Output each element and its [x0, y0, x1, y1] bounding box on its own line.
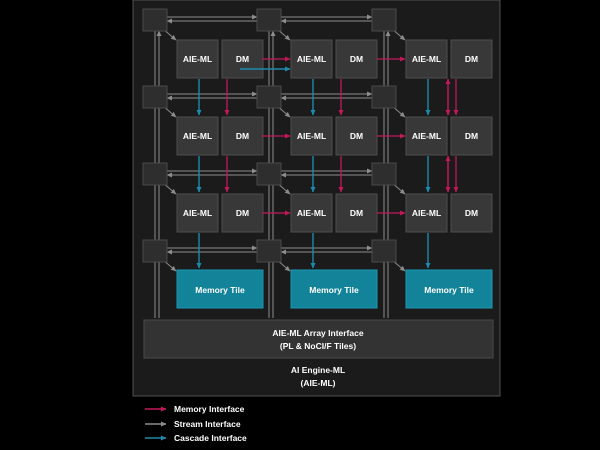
legend: Memory Interface Stream Interface Cascad… [144, 402, 247, 446]
aie-ml-tile [176, 116, 219, 156]
data-memory-tile [450, 193, 493, 233]
aie-ml-tile [176, 193, 219, 233]
magenta-arrow-icon [145, 406, 167, 412]
data-memory-tile-label: DM [465, 208, 478, 218]
aie-ml-tile [290, 116, 333, 156]
aie-ml-tile-label: AIE-ML [412, 208, 441, 218]
aie-ml-tile-label: AIE-ML [412, 54, 441, 64]
aie-ml-tile-label: AIE-ML [183, 208, 212, 218]
stream-switch [371, 239, 397, 263]
stream-switch [142, 8, 168, 32]
aie-ml-tile [405, 39, 448, 79]
data-memory-tile [221, 116, 264, 156]
legend-item-cascade: Cascade Interface [144, 431, 247, 446]
data-memory-tile [335, 193, 378, 233]
memory-tile-label: Memory Tile [424, 285, 474, 295]
legend-item-memory: Memory Interface [144, 402, 247, 417]
data-memory-tile [221, 39, 264, 79]
stream-switch [256, 85, 282, 109]
data-memory-tile-label: DM [236, 131, 249, 141]
memory-tile-label: Memory Tile [195, 285, 245, 295]
aie-ml-tile [290, 193, 333, 233]
aie-ml-tile-label: AIE-ML [183, 54, 212, 64]
teal-arrow-icon [145, 435, 167, 441]
stream-switch [371, 162, 397, 186]
data-memory-tile [335, 39, 378, 79]
stream-switch [142, 162, 168, 186]
aie-ml-tile-label: AIE-ML [412, 131, 441, 141]
aie-ml-tile-label: AIE-ML [297, 208, 326, 218]
memory-tile-label: Memory Tile [309, 285, 359, 295]
data-memory-tile [450, 116, 493, 156]
aie-ml-tile [405, 193, 448, 233]
stream-switch [256, 8, 282, 32]
legend-label-stream: Stream Interface [174, 418, 241, 429]
memory-tile [290, 269, 378, 309]
diagram-caption-title: AI Engine-ML [291, 365, 345, 375]
data-memory-tile [335, 116, 378, 156]
legend-label-cascade: Cascade Interface [174, 433, 247, 444]
aie-ml-tile [176, 39, 219, 79]
interface-arrows [196, 56, 459, 269]
data-memory-tile-label: DM [350, 131, 363, 141]
aie-ml-tile-label: AIE-ML [297, 131, 326, 141]
array-interface-title: AIE-ML Array Interface [272, 328, 363, 338]
legend-label-memory: Memory Interface [174, 404, 245, 415]
data-memory-tile [450, 39, 493, 79]
memory-tile [405, 269, 493, 309]
data-memory-tile-label: DM [350, 54, 363, 64]
stream-switch [371, 85, 397, 109]
aie-ml-tile-label: AIE-ML [297, 54, 326, 64]
data-memory-tile-label: DM [236, 54, 249, 64]
tile-grid: AIE-ML DM AIE-ML DM AIE-ML DM AIE-ML DM AIE-ML DM… [142, 8, 493, 309]
legend-item-stream: Stream Interface [144, 417, 247, 432]
array-interface-subtitle: (PL & NoCI/F Tiles) [280, 341, 356, 351]
stream-switch [142, 239, 168, 263]
array-interface-block [143, 319, 494, 359]
aie-ml-tile-label: AIE-ML [183, 131, 212, 141]
data-memory-tile-label: DM [350, 208, 363, 218]
aie-ml-tile [405, 116, 448, 156]
stream-switch [256, 162, 282, 186]
stream-switch [256, 239, 282, 263]
aie-ml-tile [290, 39, 333, 79]
diagram-caption-subtitle: (AIE-ML) [301, 378, 336, 388]
stream-switch [371, 8, 397, 32]
memory-tile [176, 269, 264, 309]
data-memory-tile-label: DM [465, 131, 478, 141]
gray-arrow-icon [145, 421, 167, 427]
data-memory-tile-label: DM [236, 208, 249, 218]
stream-switch [142, 85, 168, 109]
data-memory-tile-label: DM [465, 54, 478, 64]
